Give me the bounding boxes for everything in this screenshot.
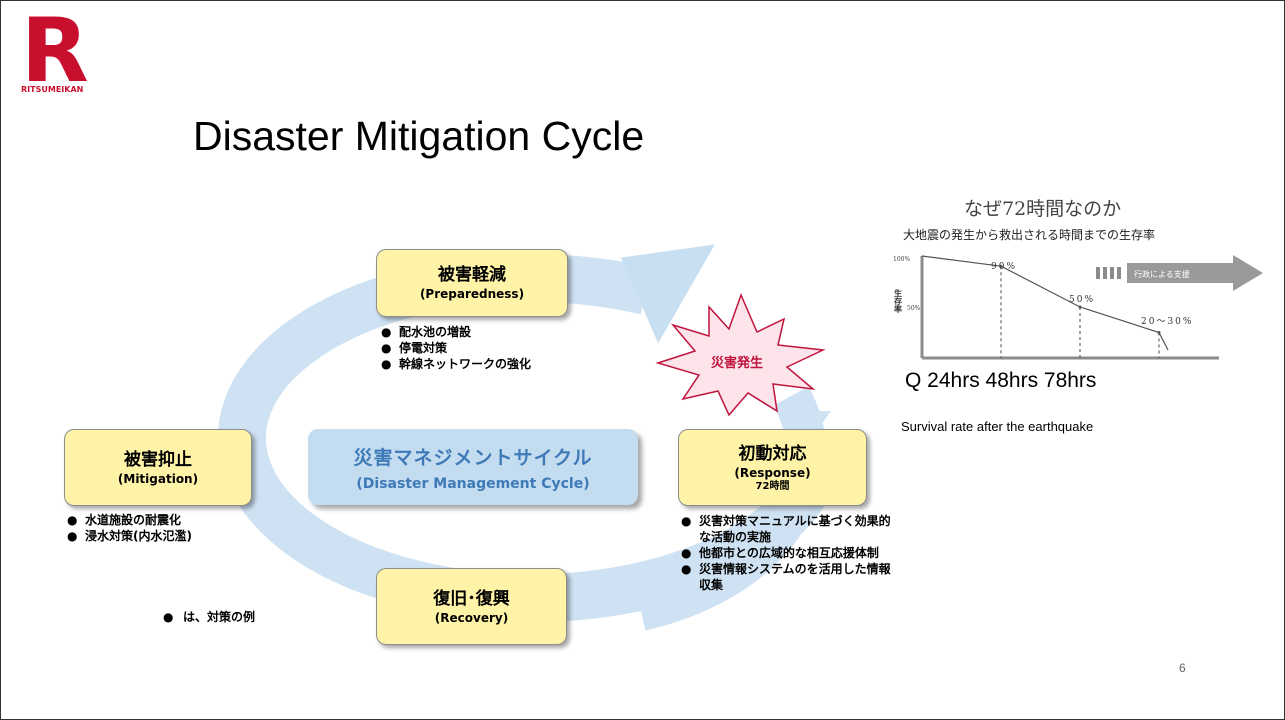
chart-x-labels: Q 24hrs 48hrs 78hrs	[905, 369, 1097, 392]
cycle-arrow-head-2	[781, 411, 831, 446]
node-recovery-en: (Recovery)	[434, 610, 509, 625]
support-bar-1	[1096, 267, 1100, 279]
ritsumeikan-logo: R RITSUMEIKAN	[21, 7, 91, 95]
label-90: 90%	[991, 262, 1017, 272]
chart-caption: Survival rate after the earthquake	[901, 419, 1094, 434]
response-bullets: ●災害対策マニュアルに基づく効果的 な活動の実施 ●他都市との広域的な相互応援体…	[681, 513, 891, 593]
list-item: 収集	[699, 578, 724, 592]
y-tick-50: 50%	[907, 305, 921, 312]
survival-chart: 行政による支援 100% 50% 生存率 90% 50% 20～30%	[893, 255, 1263, 360]
cycle-arrow-head	[620, 244, 715, 344]
bullet-dot: ●	[163, 610, 174, 624]
bullet-dot: ●	[681, 562, 692, 576]
node-response-note: 72時間	[755, 481, 790, 492]
list-item: ●幹線ネットワークの強化	[381, 357, 532, 371]
bullet-dot: ●	[381, 357, 392, 371]
list-item: ●災害対策マニュアルに基づく効果的	[681, 514, 891, 528]
preparedness-bullets: ●配水池の増設 ●停電対策 ●幹線ネットワークの強化	[381, 324, 531, 372]
list-item: ●水道施設の耐震化	[67, 513, 182, 527]
list-item: ●停電対策	[381, 341, 448, 355]
list-item: ●浸水対策(内水氾濫)	[67, 529, 192, 543]
bullet-dot: ●	[681, 546, 692, 560]
center-label-jp: 災害マネジメントサイクル	[353, 446, 593, 469]
node-response: 初動対応 (Response) 72時間	[678, 429, 867, 506]
node-preparedness-en: (Preparedness)	[419, 287, 525, 301]
center-cycle-label: 災害マネジメントサイクル (Disaster Management Cycle)	[308, 429, 638, 505]
support-bar-4	[1117, 267, 1121, 279]
disaster-star-label: 災害発生	[711, 356, 764, 371]
legend-note: ● は、対策の例	[163, 608, 255, 625]
label-50: 50%	[1069, 295, 1095, 305]
y-tick-100: 100%	[893, 256, 910, 263]
chart-ylabel: 生存率	[894, 288, 903, 314]
center-label-en: (Disaster Management Cycle)	[356, 475, 590, 492]
disaster-star-shape	[655, 292, 826, 417]
chart-title: なぜ72時間なのか	[964, 198, 1122, 220]
node-mitigation-en: (Mitigation)	[117, 471, 199, 486]
node-mitigation-jp: 被害抑止	[124, 449, 192, 470]
list-item: ●配水池の増設	[381, 325, 472, 339]
node-response-en: (Response)	[734, 466, 811, 480]
node-recovery: 復旧･復興 (Recovery)	[376, 568, 567, 645]
label-20-30: 20～30%	[1141, 317, 1193, 327]
mitigation-bullets: ●水道施設の耐震化 ●浸水対策(内水氾濫)	[67, 512, 192, 544]
chart-point	[1157, 331, 1161, 334]
list-item: な活動の実施	[699, 530, 772, 544]
chart-point	[999, 264, 1003, 268]
chart-subtitle: 大地震の発生から救出される時間までの生存率	[903, 228, 1156, 242]
support-arrow-label: 行政による支援	[1134, 269, 1190, 279]
support-bar-3	[1110, 267, 1114, 279]
node-mitigation: 被害抑止 (Mitigation)	[64, 429, 252, 506]
logo-letter: R	[21, 0, 89, 102]
support-bar-2	[1103, 267, 1107, 279]
support-arrow	[1127, 255, 1263, 291]
legend-note-text: は、対策の例	[183, 610, 256, 624]
bullet-dot: ●	[381, 325, 392, 339]
bullet-dot: ●	[67, 513, 78, 527]
node-preparedness-jp: 被害軽減	[438, 265, 506, 285]
slide-title: Disaster Mitigation Cycle	[193, 113, 645, 159]
node-recovery-jp: 復旧･復興	[433, 588, 510, 609]
page-number: 6	[1179, 661, 1186, 675]
chart-point	[1078, 305, 1082, 309]
list-item: ●災害情報システムのを活用した情報	[681, 562, 891, 576]
logo-text: RITSUMEIKAN	[21, 85, 84, 94]
node-response-jp: 初動対応	[738, 444, 807, 464]
node-preparedness: 被害軽減 (Preparedness)	[376, 249, 568, 317]
bullet-dot: ●	[381, 341, 392, 355]
bullet-dot: ●	[681, 514, 692, 528]
bullet-dot: ●	[67, 529, 78, 543]
list-item: ●他都市との広域的な相互応援体制	[681, 546, 879, 560]
